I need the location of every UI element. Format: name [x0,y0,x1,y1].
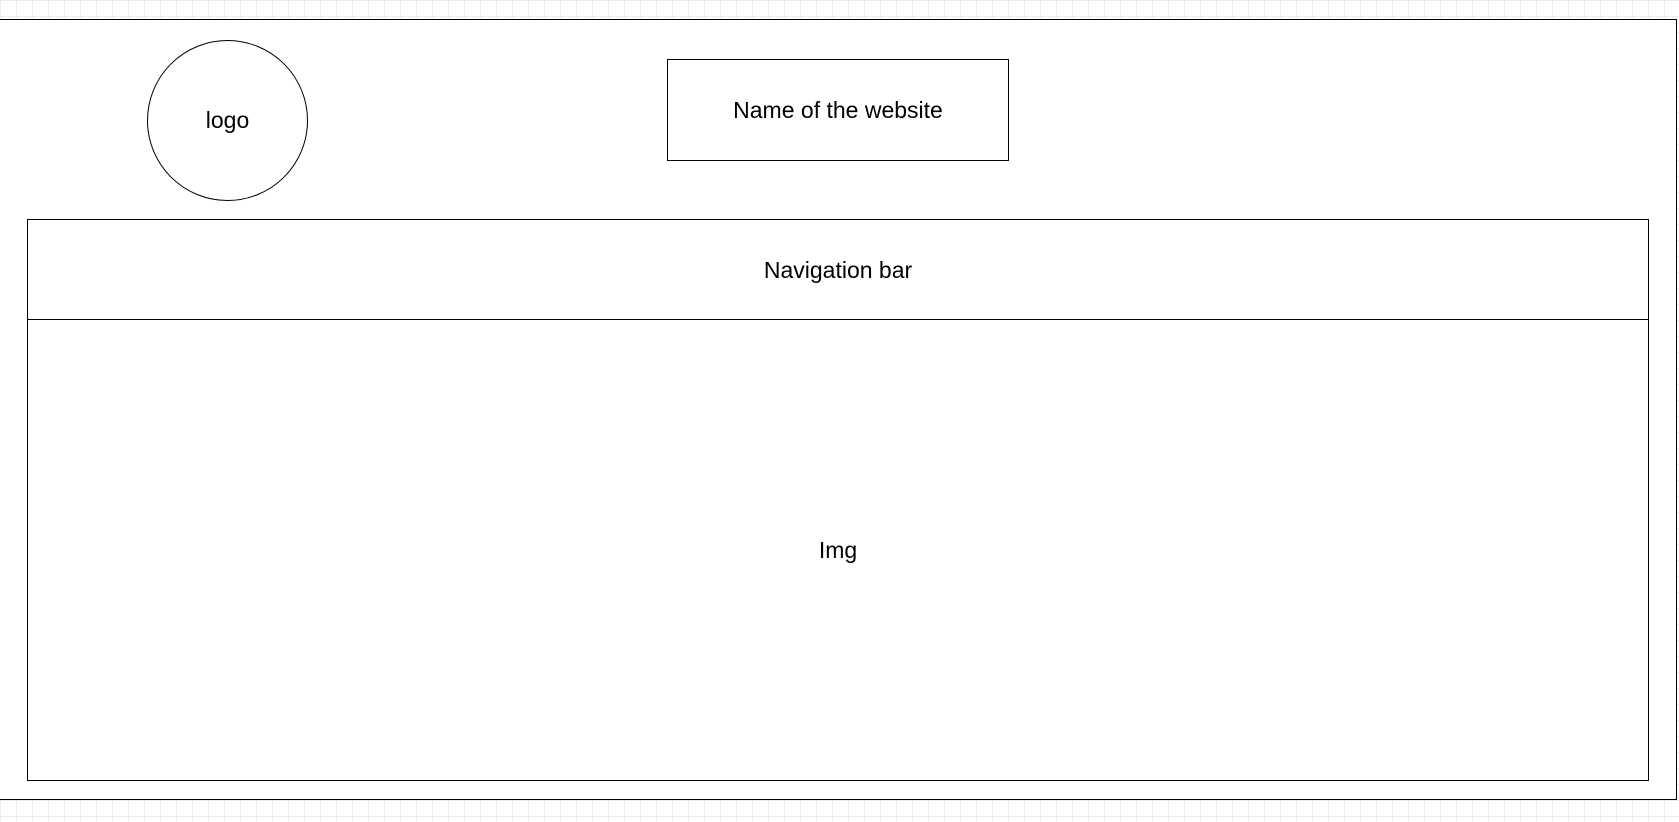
logo-placeholder[interactable]: logo [147,40,308,201]
navigation-bar[interactable]: Navigation bar [27,219,1649,321]
site-name-label: Name of the website [733,96,943,123]
navigation-bar-label: Navigation bar [763,256,913,283]
site-name-box: Name of the website [667,59,1009,161]
image-placeholder: Img [27,319,1649,781]
logo-label: logo [205,107,250,133]
image-placeholder-label: Img [818,536,858,563]
